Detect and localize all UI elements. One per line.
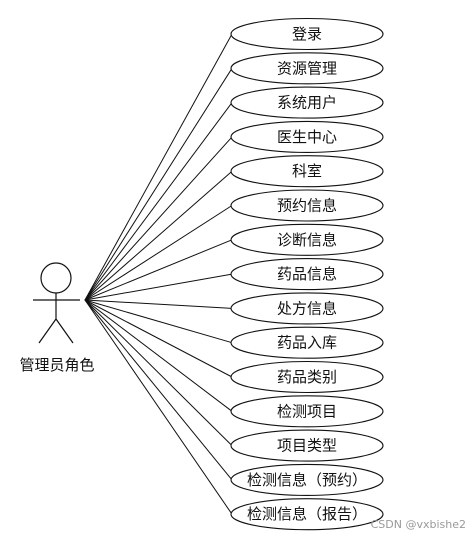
association-line [84, 299, 233, 344]
actor-figure [33, 262, 80, 344]
association-line [84, 299, 233, 515]
use-case-label: 药品入库 [277, 334, 337, 352]
association-line [84, 68, 233, 301]
use-case: 检测信息（预约） [230, 463, 384, 496]
actor-left-leg [38, 318, 57, 344]
use-case-ellipse [230, 258, 384, 291]
association-line [84, 239, 233, 301]
association-lines [84, 33, 233, 515]
use-case-ellipse [230, 463, 384, 496]
use-case-ellipse [230, 326, 384, 359]
use-case-label: 医生中心 [277, 128, 337, 146]
use-case: 药品类别 [230, 360, 384, 394]
use-case: 项目类型 [230, 429, 384, 462]
use-case: 预约信息 [230, 189, 384, 222]
use-case-ellipse [230, 360, 384, 394]
use-case-ellipse [230, 86, 384, 119]
use-case-ellipse [230, 429, 384, 462]
use-case-ellipse [230, 395, 384, 428]
use-case: 医生中心 [230, 120, 384, 153]
use-case: 资源管理 [230, 52, 384, 85]
use-case: 检测项目 [230, 395, 384, 428]
use-case-ellipse [230, 292, 384, 325]
association-line [84, 273, 233, 301]
use-case-ellipse [230, 189, 384, 222]
use-case-ellipse [230, 17, 384, 51]
association-line [84, 299, 233, 412]
association-line [84, 299, 233, 378]
use-case: 检测信息（报告） [230, 498, 384, 531]
use-case: 诊断信息 [230, 223, 384, 256]
use-case-label: 系统用户 [277, 94, 337, 112]
use-case-ellipse [230, 155, 384, 188]
use-case: 登录 [230, 17, 384, 51]
actor-label: 管理员角色 [19, 356, 94, 374]
use-case-label: 预约信息 [277, 197, 337, 215]
use-case-label: 资源管理 [277, 59, 337, 77]
use-case: 系统用户 [230, 86, 384, 119]
use-case-ellipse [230, 498, 384, 531]
association-line [84, 33, 233, 301]
use-case-ellipse [230, 223, 384, 256]
association-line [84, 136, 233, 301]
association-line [84, 205, 233, 301]
use-case-label: 检测信息（报告） [247, 505, 367, 523]
association-line [84, 299, 233, 309]
association-line [84, 299, 233, 446]
use-case-label: 项目类型 [277, 437, 337, 455]
association-line [84, 102, 233, 301]
use-case: 药品信息 [230, 258, 384, 291]
use-case-label: 登录 [292, 25, 322, 43]
use-case: 处方信息 [230, 292, 384, 325]
use-case-label: 检测信息（预约） [247, 471, 367, 489]
use-case-ellipse [230, 120, 384, 153]
use-case-label: 诊断信息 [277, 231, 337, 249]
use-case-label: 处方信息 [277, 299, 337, 317]
use-case-label: 检测项目 [277, 402, 337, 420]
use-case-label: 药品类别 [277, 368, 337, 386]
actor-right-leg [55, 318, 74, 344]
actor-head [40, 262, 72, 294]
association-line [84, 299, 233, 481]
use-case: 科室 [230, 155, 384, 188]
use-case: 药品入库 [230, 326, 384, 359]
use-case-label: 药品信息 [277, 265, 337, 283]
use-cases: 登录资源管理系统用户医生中心科室预约信息诊断信息药品信息处方信息药品入库药品类别… [230, 17, 384, 531]
watermark: CSDN @vxbishe2 [371, 518, 466, 531]
association-line [84, 170, 233, 301]
use-case-label: 科室 [292, 162, 322, 180]
use-case-ellipse [230, 52, 384, 85]
